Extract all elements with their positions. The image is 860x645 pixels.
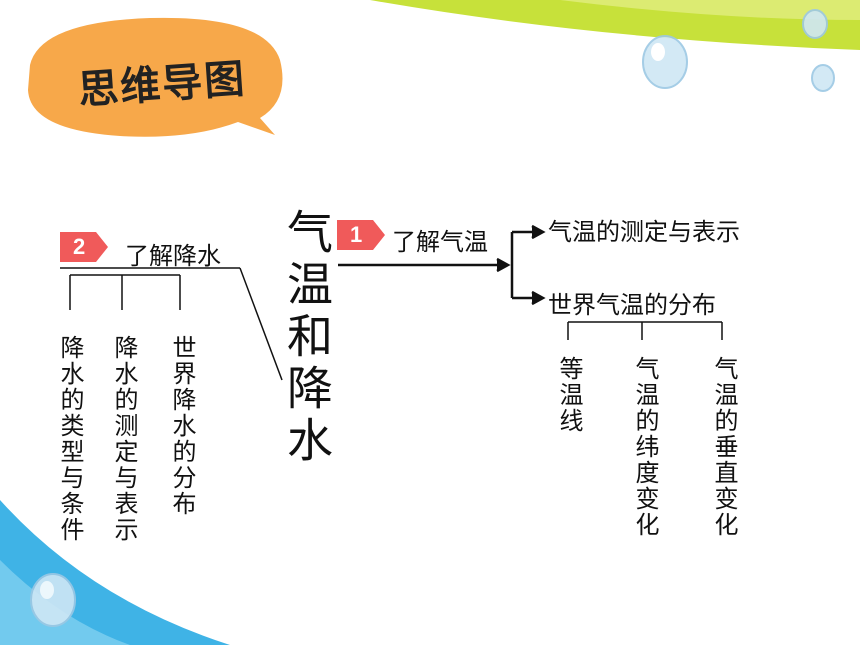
branch-2-sub-3: 世界降水的分布 [168,335,196,517]
title-bubble [28,17,283,137]
branch-1-sub-1: 等温线 [555,356,583,434]
branch-2-number: 2 [73,234,86,259]
branch-2-label: 了解降水 [125,242,221,270]
branch-2-sub-2: 降水的测定与表示 [110,335,138,543]
mind-map-title: 思维导图 [76,56,248,114]
water-drop-icon [30,9,835,627]
branch-1-number: 1 [350,222,363,247]
branch-1-child-2: 世界气温的分布 [548,291,716,319]
badge-1-shape [337,220,385,250]
center-topic: 气温和降水 [280,208,334,468]
branch-1-sub-2: 气温的纬度变化 [631,356,659,538]
branch-1-label: 了解气温 [392,228,488,256]
badge-2-shape [60,232,108,262]
branch-2-sub-1: 降水的类型与条件 [56,335,84,543]
branch-1-child-1: 气温的测定与表示 [548,218,740,246]
branch-1-sub-3: 气温的垂直变化 [710,356,738,538]
